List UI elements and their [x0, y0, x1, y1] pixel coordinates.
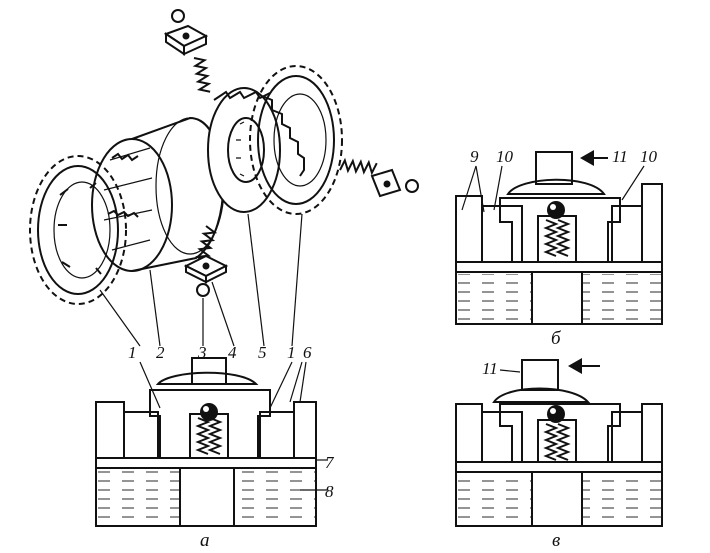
label-11-c: 11 — [482, 359, 498, 378]
label-1-left: 1 — [128, 343, 137, 362]
arrow-left-icon — [580, 150, 594, 166]
arrow-left-icon — [568, 358, 582, 374]
blocking-ring-right — [249, 65, 343, 215]
ball-right — [405, 179, 419, 193]
cracker-bottom — [183, 254, 229, 284]
part-labels: 1 2 3 4 5 1 6 7 8 — [128, 343, 335, 501]
exploded-view — [29, 9, 419, 409]
caption-c: в — [552, 530, 560, 551]
label-9: 9 — [470, 147, 479, 166]
cracker-right — [370, 168, 402, 198]
caption-b: б — [551, 328, 562, 349]
label-2: 2 — [156, 343, 165, 362]
ball-bottom — [196, 283, 210, 297]
label-3: 3 — [197, 343, 207, 362]
cracker-top — [163, 24, 209, 56]
leader-lines — [99, 213, 307, 409]
section-view-a — [95, 357, 328, 527]
spring-top — [193, 55, 212, 95]
ball-top — [171, 9, 185, 23]
label-1-right: 1 — [287, 343, 296, 362]
label-10-right: 10 — [640, 147, 658, 166]
label-8: 8 — [325, 482, 334, 501]
label-4: 4 — [228, 343, 237, 362]
label-6: 6 — [303, 343, 312, 362]
label-7: 7 — [325, 453, 335, 472]
label-5: 5 — [258, 343, 267, 362]
caption-a: а — [200, 530, 210, 551]
label-11-b: 11 — [612, 147, 628, 166]
spring-right — [339, 159, 378, 175]
section-view-c: 11 — [455, 358, 663, 527]
section-view-b: 9 10 11 10 — [455, 147, 663, 325]
label-10-left: 10 — [496, 147, 514, 166]
blocking-ring-left — [29, 155, 127, 305]
